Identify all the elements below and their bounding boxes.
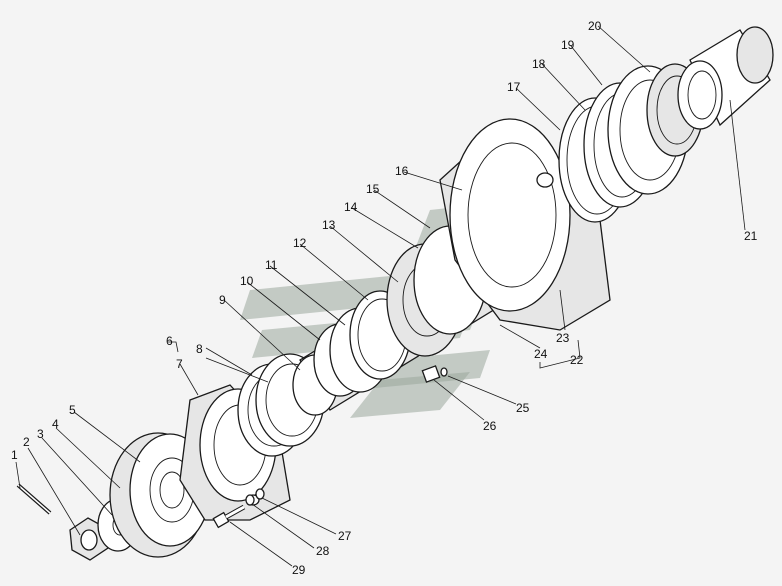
callout-29: 29	[292, 563, 306, 577]
callout-28: 28	[316, 544, 330, 558]
callout-24: 24	[534, 347, 548, 361]
callout-3: 3	[37, 427, 44, 441]
callout-1: 1	[11, 448, 18, 462]
callout-2: 2	[23, 435, 30, 449]
callout-15: 15	[366, 182, 380, 196]
part-25-washer	[440, 367, 448, 377]
leader-lines	[15, 25, 746, 567]
callout-7: 7	[176, 357, 183, 371]
callout-4: 4	[52, 417, 59, 431]
part-27-28-washers	[245, 488, 265, 506]
part-26-plug	[421, 365, 441, 383]
callout-6: 6	[166, 334, 173, 348]
callout-8: 8	[196, 342, 203, 356]
part-17-18-19-rings	[558, 65, 689, 223]
callout-5: 5	[69, 403, 76, 417]
callout-26: 26	[483, 419, 497, 433]
callout-22: 22	[570, 353, 584, 367]
callout-16: 16	[395, 164, 409, 178]
part-1-split-pin	[16, 483, 52, 515]
callout-10: 10	[240, 274, 254, 288]
callout-13: 13	[322, 218, 336, 232]
callout-25: 25	[516, 401, 530, 415]
callout-12: 12	[293, 236, 307, 250]
callout-19: 19	[561, 38, 575, 52]
part-29-bolt	[212, 504, 246, 529]
part-21-roller-bearing	[677, 26, 774, 130]
callout-27: 27	[338, 529, 352, 543]
part-16-housing	[439, 118, 611, 331]
callout-23: 23	[556, 331, 570, 345]
callout-17: 17	[507, 80, 521, 94]
callout-18: 18	[532, 57, 546, 71]
callout-20: 20	[588, 19, 602, 33]
callout-14: 14	[344, 200, 358, 214]
callout-9: 9	[219, 293, 226, 307]
callout-labels: 1 2 3 4 5 6 7 8 9 10 11 12 13 14 15 16 1…	[11, 19, 758, 577]
callout-21: 21	[744, 229, 758, 243]
callout-11: 11	[265, 258, 278, 272]
